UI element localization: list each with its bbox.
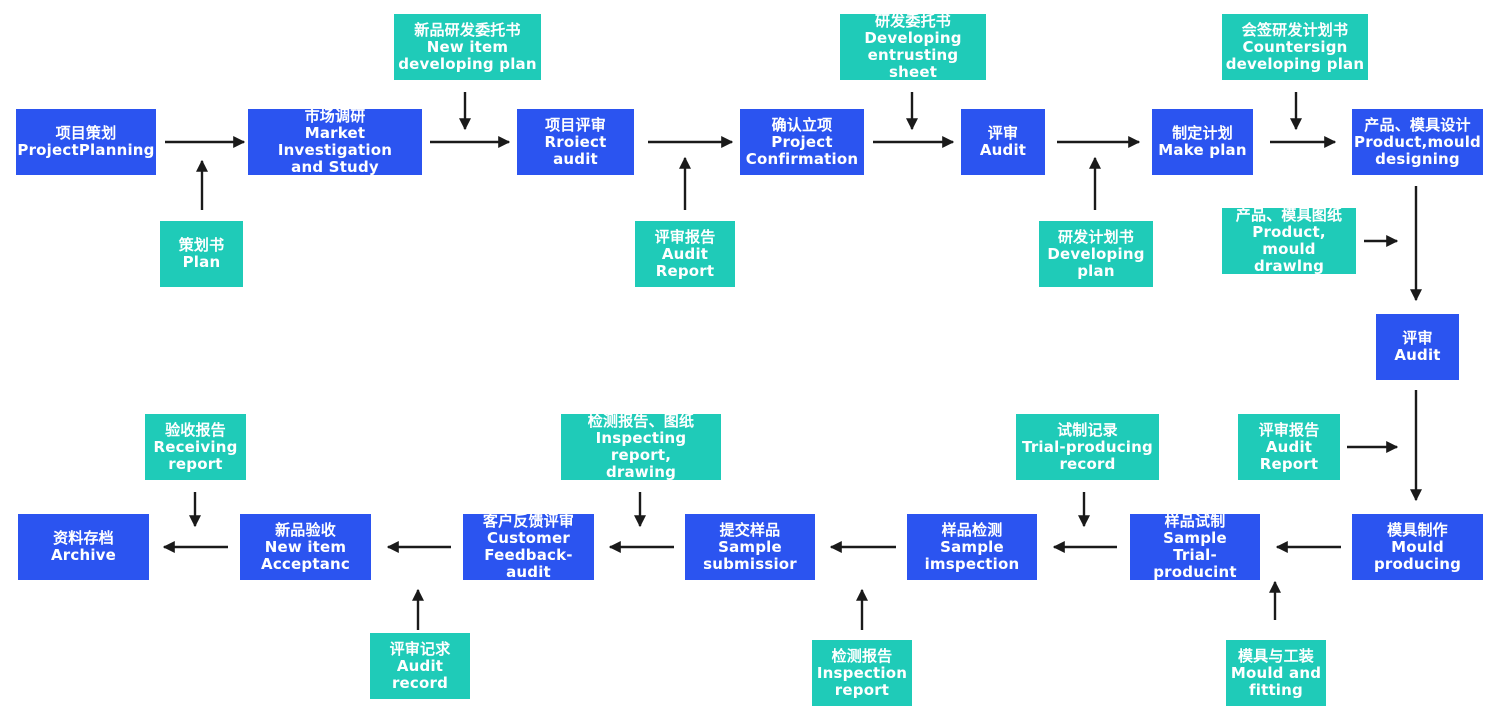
doc-developing-entrusting-sheet: 研发委托书 Developing entrusting sheet: [840, 12, 986, 81]
doc-label: 评审记求 Audit record: [389, 639, 451, 692]
node-label: 样品试制 Sample Trial-producint: [1153, 512, 1237, 581]
doc-developing-plan: 研发计划书 Developing plan: [1039, 221, 1153, 287]
doc-label: 试制记录 Trial-producing record: [1022, 420, 1153, 473]
node-label: 客户反馈评审 Customer Feedback-audit: [482, 512, 575, 581]
node-market-investigation: 市场调研 Market Investigation and Study: [248, 107, 422, 176]
doc-label: 新品研发委托书 New item developing plan: [398, 20, 537, 73]
node-archive: 资料存档 Archive: [18, 514, 149, 580]
doc-label: 评审报告 Audit Report: [1258, 420, 1320, 473]
doc-plan: 策划书 Plan: [160, 221, 243, 287]
node-label: 项目策划 ProjectPlanning: [17, 124, 155, 159]
node-product-mould-designing: 产品、模具设计 Product,mould designing: [1352, 109, 1483, 175]
doc-label: 验收报告 Receiving report: [153, 420, 238, 473]
node-label: 样品检测 Sample imspection: [924, 520, 1020, 573]
doc-audit-report-1: 评审报告 Audit Report: [635, 221, 735, 287]
doc-countersign-developing-plan: 会签研发计划书 Countersign developing plan: [1222, 14, 1368, 80]
doc-label: 策划书 Plan: [178, 236, 225, 271]
doc-label: 检测报告 Inspection report: [816, 646, 908, 699]
doc-audit-record: 评审记求 Audit record: [370, 633, 470, 699]
node-label: 项目评审 Rroiect audit: [544, 115, 607, 168]
node-label: 市场调研 Market Investigation and Study: [277, 107, 393, 176]
node-label: 新品验收 New item Acceptanc: [261, 520, 350, 573]
node-make-plan: 制定计划 Make plan: [1152, 109, 1253, 175]
doc-label: 评审报告 Audit Report: [654, 227, 716, 280]
node-customer-feedback-audit: 客户反馈评审 Customer Feedback-audit: [463, 512, 594, 581]
doc-new-item-developing-plan: 新品研发委托书 New item developing plan: [394, 14, 541, 80]
node-sample-inspection: 样品检测 Sample imspection: [907, 514, 1037, 580]
doc-label: 产品、模具图纸 Product, mould drawlng: [1235, 206, 1343, 275]
node-label: 模具制作 Mould producing: [1373, 520, 1462, 573]
node-label: 产品、模具设计 Product,mould designing: [1354, 115, 1481, 168]
node-label: 评审 Audit: [979, 124, 1027, 159]
node-label: 评审 Audit: [1394, 329, 1441, 364]
node-sample-trial-producing: 样品试制 Sample Trial-producint: [1130, 512, 1260, 581]
node-new-item-acceptance: 新品验收 New item Acceptanc: [240, 514, 371, 580]
node-project-confirmation: 确认立项 Project Confirmation: [740, 109, 864, 175]
node-label: 提交样品 Sample submissior: [703, 520, 797, 573]
doc-receiving-report: 验收报告 Receiving report: [145, 414, 246, 480]
doc-inspecting-report-drawing: 检测报告、图纸 Inspecting report, drawing: [561, 412, 721, 481]
doc-label: 会签研发计划书 Countersign developing plan: [1225, 20, 1365, 73]
node-audit-1: 评审 Audit: [961, 109, 1045, 175]
doc-label: 检测报告、图纸 Inspecting report, drawing: [587, 412, 695, 481]
node-label: 确认立项 Project Confirmation: [745, 115, 859, 168]
node-label: 制定计划 Make plan: [1158, 124, 1247, 159]
node-project-planning: 项目策划 ProjectPlanning: [16, 109, 156, 175]
doc-audit-report-2: 评审报告 Audit Report: [1238, 414, 1340, 480]
node-mould-producing: 模具制作 Mould producing: [1352, 514, 1483, 580]
node-project-audit: 项目评审 Rroiect audit: [517, 109, 634, 175]
doc-label: 研发委托书 Developing entrusting sheet: [864, 12, 962, 81]
doc-mould-and-fitting: 模具与工装 Mould and fitting: [1226, 640, 1326, 706]
doc-label: 研发计划书 Developing plan: [1047, 227, 1145, 280]
node-sample-submission: 提交样品 Sample submissior: [685, 514, 815, 580]
node-label: 资料存档 Archive: [50, 529, 117, 564]
doc-inspection-report: 检测报告 Inspection report: [812, 640, 912, 706]
doc-product-mould-drawing: 产品、模具图纸 Product, mould drawlng: [1222, 206, 1356, 275]
node-audit-2: 评审 Audit: [1376, 314, 1459, 380]
doc-trial-producing-record: 试制记录 Trial-producing record: [1016, 414, 1159, 480]
doc-label: 模具与工装 Mould and fitting: [1230, 646, 1322, 699]
